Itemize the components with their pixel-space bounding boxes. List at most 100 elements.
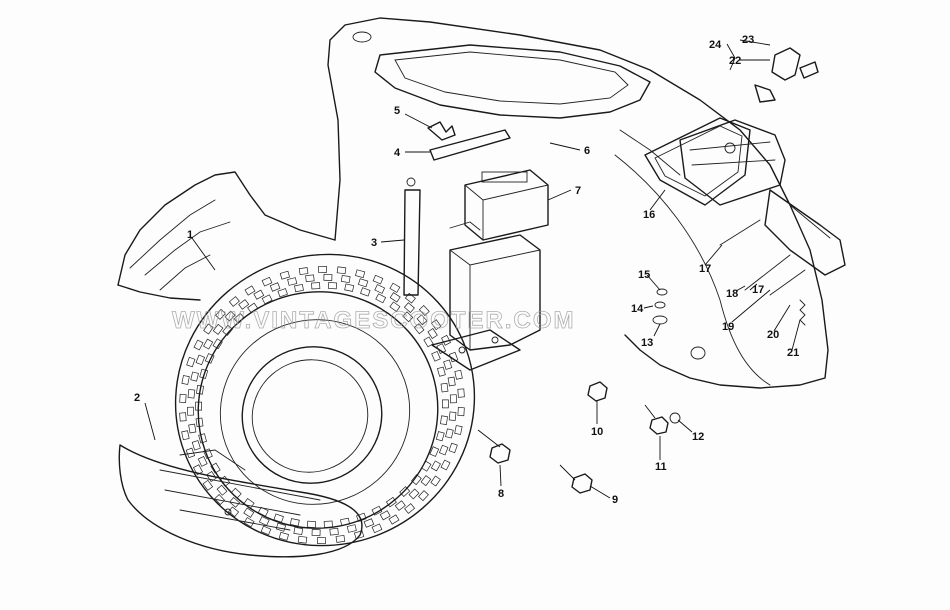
tread-block bbox=[418, 305, 430, 316]
tread-block bbox=[253, 289, 265, 300]
nut-9 bbox=[571, 473, 593, 494]
tread-block bbox=[438, 444, 449, 456]
battery bbox=[449, 169, 549, 241]
clip-23 bbox=[771, 47, 801, 81]
tread-block bbox=[193, 339, 204, 351]
tread-block bbox=[454, 425, 463, 435]
tread-block bbox=[327, 281, 338, 290]
tread-block bbox=[416, 314, 428, 326]
tread-block bbox=[279, 270, 291, 280]
tread-block bbox=[371, 523, 383, 534]
tread-block bbox=[187, 406, 195, 416]
tread-block bbox=[402, 311, 414, 323]
tread-block bbox=[323, 520, 333, 528]
tread-block bbox=[335, 534, 346, 543]
tread-block bbox=[216, 484, 228, 496]
part-label-17a: 17 bbox=[699, 263, 711, 275]
tread-block bbox=[440, 382, 449, 393]
tread-block bbox=[411, 474, 422, 486]
leg-shield-panel bbox=[117, 171, 336, 301]
tread-block bbox=[215, 308, 226, 320]
tread-block bbox=[214, 494, 226, 505]
tread-block bbox=[403, 302, 415, 313]
tread-block bbox=[199, 368, 209, 379]
tread-block bbox=[418, 490, 429, 502]
tread-block bbox=[440, 415, 448, 425]
tread-block bbox=[431, 350, 441, 362]
tread-block bbox=[317, 537, 326, 544]
tread-block bbox=[289, 518, 300, 527]
tread-block bbox=[179, 393, 187, 403]
tread-block bbox=[260, 525, 272, 536]
spring bbox=[799, 299, 806, 326]
washers-13-15 bbox=[652, 288, 668, 325]
tread-block bbox=[457, 388, 465, 398]
tread-block bbox=[261, 276, 273, 287]
part-label-12: 12 bbox=[692, 431, 704, 443]
tread-block bbox=[203, 448, 213, 460]
leader-lines bbox=[144, 39, 801, 499]
nut-8 bbox=[489, 443, 511, 464]
tread-block bbox=[195, 417, 204, 428]
tread-block bbox=[404, 503, 416, 514]
part-label-17b: 17 bbox=[752, 284, 764, 296]
tread-block bbox=[430, 475, 441, 487]
tread-block bbox=[340, 274, 351, 284]
tread-block bbox=[363, 518, 375, 528]
tyre-tread bbox=[179, 266, 465, 544]
part-label-24: 24 bbox=[709, 39, 722, 51]
tread-block bbox=[423, 336, 434, 348]
tread-block bbox=[294, 283, 304, 293]
tread-block bbox=[228, 506, 240, 518]
tread-block bbox=[353, 530, 365, 540]
tread-block bbox=[360, 287, 371, 297]
tool-box-gasket bbox=[644, 117, 751, 206]
wheel-cover-panel bbox=[118, 444, 363, 558]
tread-block bbox=[413, 323, 425, 335]
part-label-11: 11 bbox=[655, 461, 667, 473]
tread-block bbox=[243, 507, 255, 518]
tread-block bbox=[437, 366, 446, 377]
tread-block bbox=[297, 535, 308, 544]
tread-block bbox=[449, 394, 457, 404]
tread-block bbox=[445, 428, 454, 439]
tread-block bbox=[191, 440, 201, 451]
tool-box-lid bbox=[679, 119, 786, 206]
tread-block bbox=[186, 356, 196, 368]
tread-block bbox=[228, 296, 240, 307]
tread-block bbox=[188, 423, 197, 434]
tread-block bbox=[293, 526, 304, 536]
part-label-23: 23 bbox=[742, 34, 754, 46]
tread-block bbox=[257, 506, 269, 517]
part-label-7: 7 bbox=[575, 185, 581, 197]
tread-block bbox=[222, 324, 233, 336]
tread-block bbox=[306, 520, 317, 529]
tread-block bbox=[190, 371, 199, 382]
tread-block bbox=[311, 529, 321, 537]
tread-block bbox=[230, 487, 242, 499]
battery-strap bbox=[403, 177, 421, 296]
tread-block bbox=[346, 524, 357, 533]
tread-block bbox=[454, 369, 463, 380]
tread-block bbox=[181, 430, 190, 441]
tread-block bbox=[357, 278, 369, 288]
part-label-10: 10 bbox=[591, 426, 603, 438]
tread-block bbox=[287, 277, 298, 286]
rods bbox=[719, 219, 806, 296]
scooter-body bbox=[327, 17, 829, 389]
tread-block bbox=[371, 505, 383, 516]
part-label-1: 1 bbox=[187, 229, 193, 241]
part-number-labels: 1 2 3 4 5 6 7 8 9 10 11 12 13 14 15 16 1… bbox=[134, 34, 799, 506]
tread-block bbox=[244, 285, 256, 296]
tread-block bbox=[379, 510, 391, 521]
tread-block bbox=[179, 412, 187, 422]
tread-block bbox=[429, 446, 440, 457]
tread-block bbox=[389, 301, 401, 312]
part-label-19: 19 bbox=[722, 321, 734, 333]
hinge-bracket bbox=[764, 189, 846, 276]
tread-block bbox=[277, 288, 288, 298]
spare-wheel-tyre bbox=[174, 253, 476, 547]
part-label-13: 13 bbox=[641, 337, 653, 349]
part-label-14: 14 bbox=[631, 303, 644, 315]
tread-block bbox=[269, 282, 281, 292]
